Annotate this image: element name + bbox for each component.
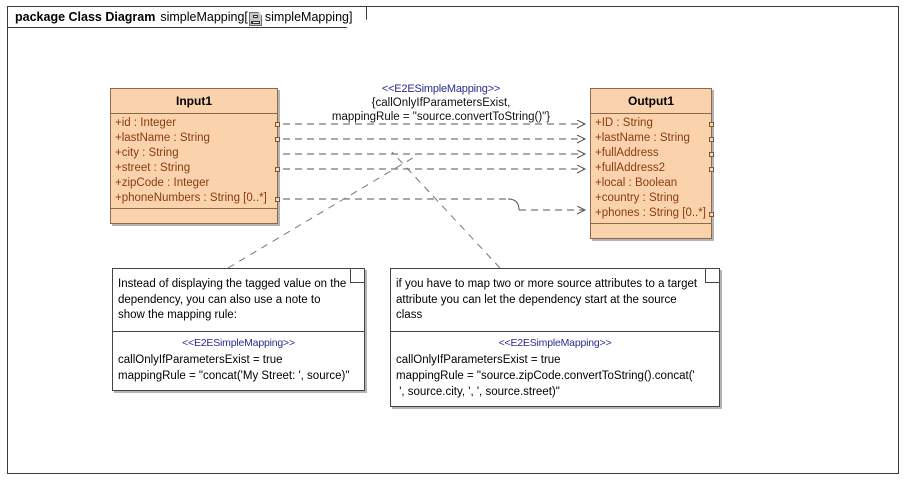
class-attribute: +fullAddress (595, 147, 659, 159)
attribute-port (275, 137, 280, 142)
class-title-output1: Output1 (591, 89, 711, 114)
note-stereotype: <<E2ESimpleMapping>> (182, 336, 295, 349)
class-operations-input1 (111, 209, 277, 223)
attribute-port (275, 122, 280, 127)
class-title-input1: Input1 (111, 89, 277, 114)
class-attribute: +lastName : String (115, 132, 210, 144)
class-operations-output1 (591, 224, 711, 238)
note-left-rule: <<E2ESimpleMapping>> callOnlyIfParameter… (113, 330, 364, 390)
class-box-input1[interactable]: Input1 +id : Integer +lastName : String … (110, 88, 280, 224)
note-left-text: Instead of displaying the tagged value o… (113, 269, 364, 331)
dependency-tagged-value-label: <<E2ESimpleMapping>> {callOnlyIfParamete… (296, 82, 586, 124)
note-right-text: if you have to map two or more source at… (391, 269, 719, 331)
class-attribute: +phoneNumbers : String [0..*] (115, 192, 267, 204)
note-text-line: dependency, you can also use a note to (118, 293, 321, 306)
note-rule-line: callOnlyIfParametersExist = true (396, 353, 561, 366)
dependency-stereotype: <<E2ESimpleMapping>> (381, 83, 501, 95)
note-right[interactable]: if you have to map two or more source at… (390, 268, 720, 407)
note-rule-line: mappingRule = "concat('My Street: ', sou… (118, 369, 350, 382)
class-box-output1[interactable]: Output1 +ID : String +lastName : String … (590, 88, 714, 239)
class-attribute: +id : Integer (115, 117, 177, 129)
note-text-line: class (396, 309, 423, 321)
bracket-close: ] (348, 10, 353, 24)
attribute-port (709, 152, 714, 157)
class-attributes-input1: +id : Integer +lastName : String +city :… (111, 114, 277, 209)
package-keyword: package Class Diagram (15, 10, 156, 24)
class-attribute: +lastName : String (595, 132, 690, 144)
note-rule-line: mappingRule = "source.zipCode.convertToS… (396, 369, 695, 382)
note-text-line: Instead of displaying the tagged value o… (118, 278, 347, 290)
dependency-tag-line-2: mappingRule = "source.convertToString()"… (331, 111, 551, 123)
attribute-port (275, 167, 280, 172)
note-text-line: attribute you can let the dependency sta… (396, 293, 677, 306)
note-text-line: show the mapping rule: (118, 309, 237, 321)
class-attribute: +street : String (115, 162, 191, 174)
note-right-rule: <<E2ESimpleMapping>> callOnlyIfParameter… (391, 330, 719, 406)
dependency-tag-line-1: {callOnlyIfParametersExist, (371, 97, 511, 109)
attribute-port (709, 137, 714, 142)
class-diagram-icon (248, 12, 262, 26)
class-attribute: +city : String (115, 147, 179, 159)
attribute-port (709, 167, 714, 172)
note-rule-line: callOnlyIfParametersExist = true (118, 353, 283, 366)
class-attribute: +zipCode : Integer (115, 177, 210, 189)
attribute-port (709, 122, 714, 127)
attribute-port (709, 212, 714, 217)
class-attribute: +fullAddress2 (595, 162, 665, 174)
class-attribute: +local : Boolean (595, 177, 678, 189)
class-attribute: +phones : String [0..*] (595, 207, 706, 219)
note-stereotype: <<E2ESimpleMapping>> (498, 336, 612, 349)
note-left[interactable]: Instead of displaying the tagged value o… (112, 268, 365, 391)
note-rule-line: ', source.city, ', ', source.street)" (396, 385, 560, 398)
class-attribute: +ID : String (595, 117, 653, 129)
attribute-port (275, 197, 280, 202)
package-frame-header: package Class Diagram simpleMapping[ sim… (7, 6, 368, 28)
class-attribute: +country : String (595, 192, 680, 204)
class-attributes-output1: +ID : String +lastName : String +fullAdd… (591, 114, 711, 224)
diagram-name: simpleMapping (264, 10, 349, 24)
package-name: simpleMapping[ (160, 10, 248, 24)
note-text-line: if you have to map two or more source at… (396, 278, 698, 290)
